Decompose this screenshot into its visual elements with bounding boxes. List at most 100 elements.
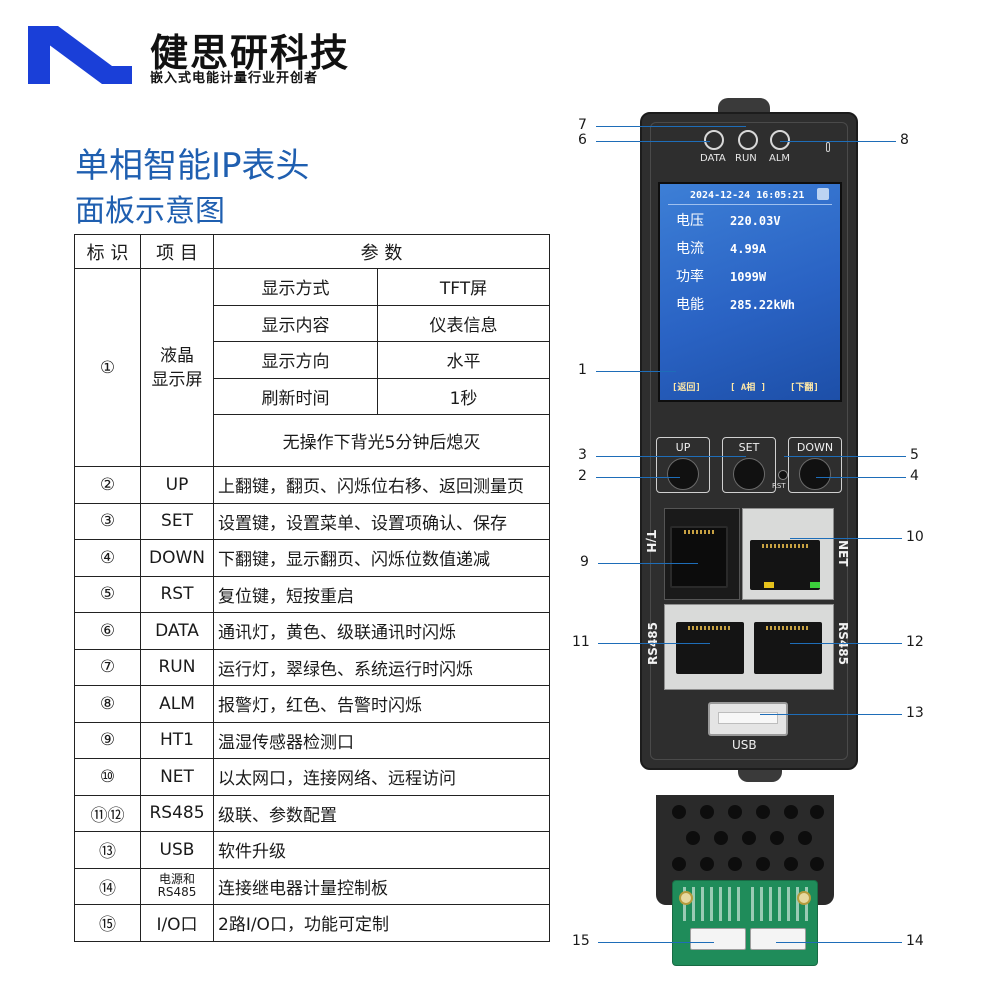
io-connector[interactable] [690,928,746,950]
lcd-reading: 电压 220.03V [676,210,781,230]
rs485-port-right-jack[interactable] [754,622,822,674]
row-desc: 报警灯，红色、告警时闪烁 [213,685,550,723]
row-mark: ⑩ [74,758,141,796]
callout-14: 14 [906,933,924,949]
row-mark: ③ [74,502,141,540]
row-item-text: 电源和 RS485 [157,872,197,900]
row-desc: 设置键，设置菜单、设置项确认、保存 [213,502,550,540]
brand-slogan: 嵌入式电能计量行业开创者 [150,71,319,86]
screw-icon [679,891,693,905]
callout-12: 12 [906,634,924,650]
lcd-reading-value: 4.99A [730,242,767,256]
header-params: 参 数 [213,234,550,269]
mount-ear-top [718,98,770,116]
row-desc: 复位键，短按重启 [213,575,550,613]
net-link-led-icon [764,582,774,588]
lcd-param-key: 显示内容 [213,304,378,342]
row-item: DATA [140,612,214,650]
lcd-note: 无操作下背光5分钟后熄灭 [213,414,550,467]
row-desc: 级联、参数配置 [213,794,550,832]
row-item: I/O口 [140,904,214,942]
row-desc: 2路I/O口，功能可定制 [213,904,550,942]
row-item: 电源和 RS485 [140,867,214,905]
mount-ear-bottom [738,766,782,782]
callout-11: 11 [572,634,590,650]
row-item: RUN [140,648,214,686]
th-port-label: T/H [644,530,658,553]
callout-10: 10 [906,529,924,545]
callout-5: 5 [910,447,919,463]
up-button[interactable] [667,458,699,490]
set-key[interactable]: SET [722,437,776,493]
down-button[interactable] [799,458,831,490]
row-item: DOWN [140,539,214,577]
lcd-reading-value: 285.22kWh [730,298,796,312]
callout-15: 15 [572,933,590,949]
net-act-led-icon [810,582,820,588]
header-item: 项 目 [140,234,214,269]
page-subtitle: 面板示意图 [75,194,225,229]
row-item: HT1 [140,721,214,759]
callout-3: 3 [578,447,587,463]
net-port-label: NET [836,540,850,567]
row-mark: ⑤ [74,575,141,613]
rs485-port-left-jack[interactable] [676,622,744,674]
spec-table: 标 识 项 目 参 数 ① 液晶 显示屏 显示方式 TFT屏 显示内容 仪表信息… [74,234,550,942]
run-led-icon [738,130,758,150]
row-desc: 运行灯，翠绿色、系统运行时闪烁 [213,648,550,686]
lcd-datetime: 2024-12-24 16:05:21 [690,190,805,201]
down-key-label: DOWN [796,441,834,454]
up-key[interactable]: UP [656,437,710,493]
row-mark: ⑥ [74,612,141,650]
row-mark: ⑧ [74,685,141,723]
lcd-reading-value: 220.03V [730,214,781,228]
lcd-param-key: 显示方向 [213,341,378,379]
callout-13: 13 [906,705,924,721]
header-mark: 标 识 [74,234,141,269]
power-rs485-connector[interactable] [750,928,806,950]
th-port-jack[interactable] [670,526,728,588]
usb-port[interactable] [708,702,788,736]
row-mark: ⑦ [74,648,141,686]
lcd-param-key: 显示方式 [213,268,378,306]
row-desc: 以太网口，连接网络、远程访问 [213,758,550,796]
row-mark: ⑪⑫ [74,794,141,832]
row-item: SET [140,502,214,540]
page-title: 单相智能IP表头 [75,146,310,186]
alm-led-label: ALM [769,153,791,164]
row-desc: 软件升级 [213,831,550,869]
row-item: NET [140,758,214,796]
temperature-icon [826,142,830,152]
brand-name: 健思研科技 [150,31,351,75]
down-key[interactable]: DOWN [788,437,842,493]
row-desc: 温湿传感器检测口 [213,721,550,759]
row-item: RST [140,575,214,613]
set-button[interactable] [733,458,765,490]
lcd-param-value: TFT屏 [377,268,550,306]
callout-4: 4 [910,468,919,484]
row-desc: 上翻键，翻页、闪烁位右移、返回测量页 [213,466,550,504]
th-port-pins [684,530,714,534]
row-mark: ⑨ [74,721,141,759]
row-desc: 连接继电器计量控制板 [213,867,550,905]
rst-button[interactable] [778,470,788,480]
callout-1: 1 [578,362,587,378]
alm-led-icon [770,130,790,150]
callout-2: 2 [578,468,587,484]
lcd-param-value: 仪表信息 [377,304,550,342]
run-led-label: RUN [735,153,757,164]
net-port-jack[interactable] [750,540,820,590]
callout-8: 8 [900,132,909,148]
data-led-icon [704,130,724,150]
rst-label: RST [772,482,786,490]
up-key-label: UP [675,441,691,454]
rs485-left-pins [688,626,732,630]
lcd-reading-label: 电压 [676,213,704,229]
row-mark: ⑬ [74,831,141,869]
row-item: ALM [140,685,214,723]
row-mark: ⑭ [74,867,141,905]
row-mark: ② [74,466,141,504]
lcd-mark: ① [74,268,141,467]
row-desc: 通讯灯，黄色、级联通讯时闪烁 [213,612,550,650]
row-item: UP [140,466,214,504]
